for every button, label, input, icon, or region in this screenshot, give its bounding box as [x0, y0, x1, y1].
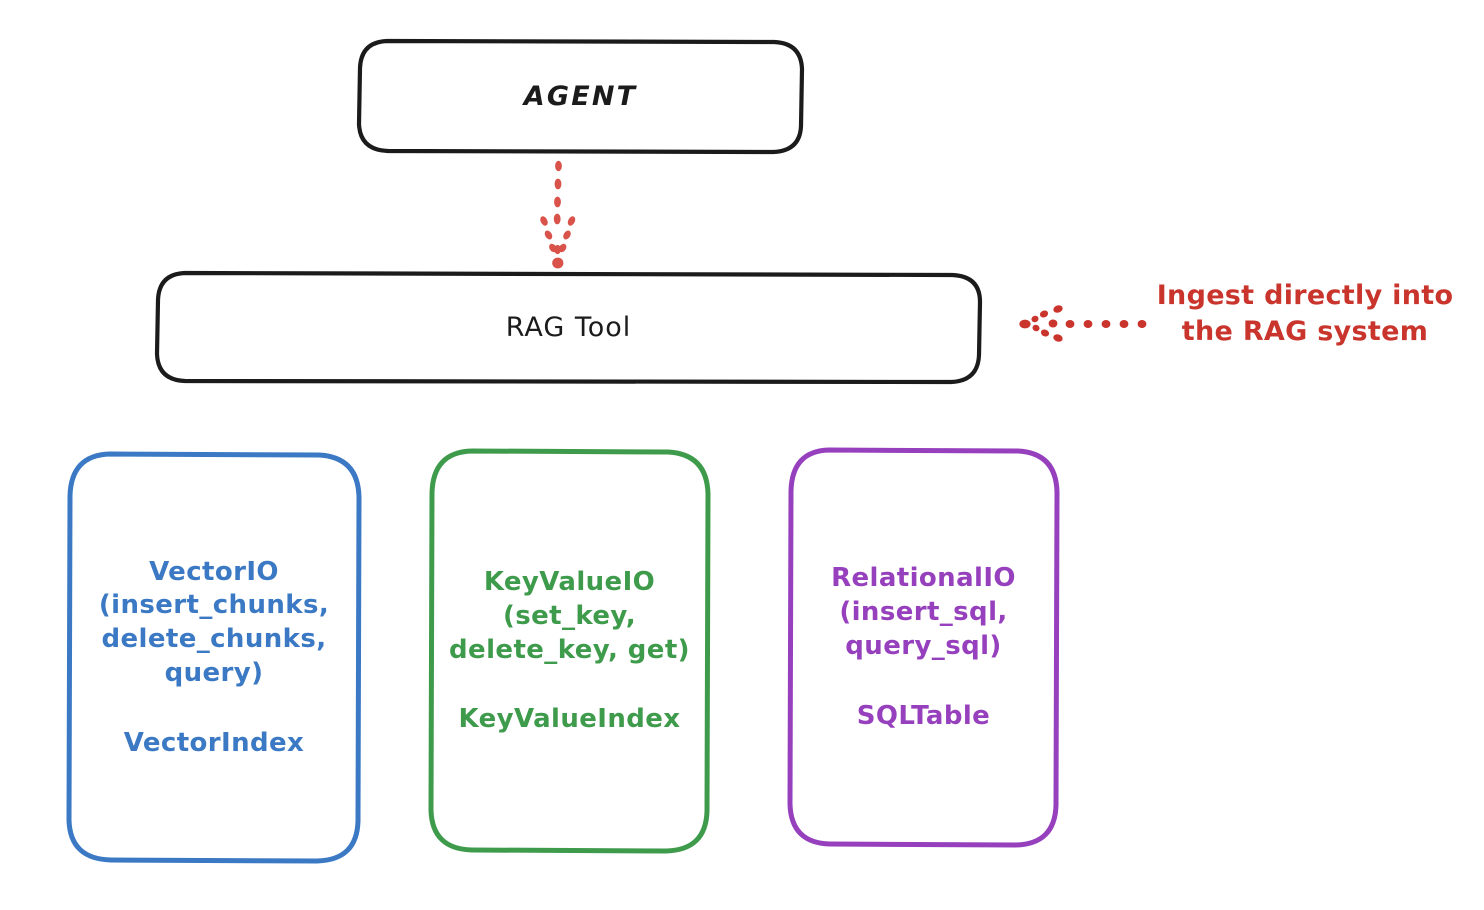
node-relational-io[interactable]: RelationalIO (insert_sql, query_sql) SQL… — [787, 447, 1060, 849]
node-rag-tool[interactable]: RAG Tool — [154, 270, 983, 385]
rag-tool-label: RAG Tool — [505, 311, 632, 343]
keyvalue-io-label: KeyValueIO (set_key, delete_key, get) — [449, 566, 690, 665]
relational-io-label: RelationalIO (insert_sql, query_sql) — [831, 563, 1016, 661]
agent-label: AGENT — [523, 80, 638, 112]
ingest-annotation-label: Ingest directly into the RAG system — [1156, 280, 1454, 347]
connector-ingest-to-rag-tool — [1019, 305, 1147, 342]
vector-io-label: VectorIO (insert_chunks, delete_chunks, … — [98, 556, 330, 688]
vector-io-index-label: VectorIndex — [123, 727, 305, 758]
relational-io-text-group: RelationalIO (insert_sql, query_sql) SQL… — [831, 562, 1016, 733]
node-keyvalue-io[interactable]: KeyValueIO (set_key, delete_key, get) Ke… — [428, 448, 711, 855]
node-agent[interactable]: AGENT — [356, 38, 805, 155]
keyvalue-io-index-label: KeyValueIndex — [458, 704, 681, 735]
node-vector-io[interactable]: VectorIO (insert_chunks, delete_chunks, … — [66, 451, 362, 865]
vector-io-text-group: VectorIO (insert_chunks, delete_chunks, … — [99, 556, 329, 761]
connector-agent-to-rag-tool — [540, 160, 576, 269]
relational-io-index-label: SQLTable — [856, 700, 991, 731]
keyvalue-io-text-group: KeyValueIO (set_key, delete_key, get) Ke… — [449, 566, 690, 737]
